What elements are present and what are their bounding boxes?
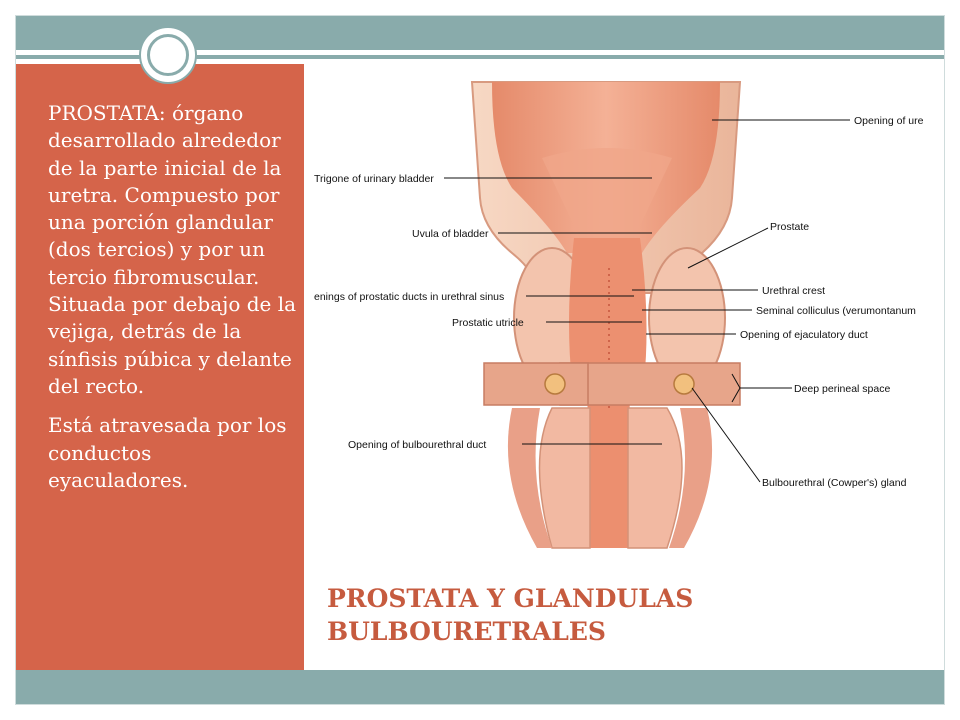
label-prostate: Prostate: [770, 221, 809, 233]
bottom-band: [16, 670, 944, 704]
bulbourethral-right: [673, 373, 695, 395]
label-prostatic-utricle: Prostatic utricle: [452, 317, 524, 329]
bulb-left: [538, 407, 591, 549]
body-paragraph-2: Está atravesada por los conductos eyacul…: [48, 413, 287, 492]
perineal-band-left: [483, 362, 589, 406]
slide-title: PROSTATA Y GLANDULAS BULBOURETRALES: [327, 582, 887, 648]
label-trigone: Trigone of urinary bladder: [314, 173, 434, 185]
prostatic-urethra: [569, 238, 647, 398]
label-prostatic-ducts: enings of prostatic ducts in urethral si…: [314, 291, 504, 303]
bulbourethral-left: [544, 373, 566, 395]
perineal-band: [559, 362, 741, 406]
slide-title-line-1: PROSTATA Y GLANDULAS: [327, 584, 694, 613]
crus-left: [507, 408, 552, 548]
label-bulbourethral-duct: Opening of bulbourethral duct: [348, 439, 486, 451]
slide-title-line-2: BULBOURETRALES: [327, 617, 606, 646]
label-seminal-colliculus: Seminal colliculus (verumontanum: [756, 305, 916, 317]
prostate-illustration: Opening of ure Trigone of urinary bladde…: [314, 81, 924, 549]
leader-lines: [444, 119, 850, 483]
label-bulbourethral-gland: Bulbourethral (Cowper's) gland: [762, 477, 907, 489]
body-text: PROSTATA: órgano desarrollado alrededor …: [48, 100, 298, 494]
text-panel: [16, 64, 304, 672]
label-urethral-crest: Urethral crest: [762, 285, 825, 297]
body-paragraph-1: PROSTATA: órgano desarrollado alrededor …: [48, 101, 297, 398]
trigone: [542, 148, 672, 243]
label-opening-ureter: Opening of ure: [854, 115, 924, 127]
bulb-right: [627, 407, 683, 549]
circle-ornament-inner: [147, 34, 189, 76]
label-deep-perineal: Deep perineal space: [794, 383, 890, 395]
label-ejaculatory-duct: Opening of ejaculatory duct: [740, 329, 868, 341]
crus-right: [669, 408, 713, 548]
top-divider: [16, 55, 944, 59]
circle-ornament: [139, 26, 197, 84]
label-uvula: Uvula of bladder: [412, 228, 489, 240]
urethra-lower: [587, 378, 630, 548]
